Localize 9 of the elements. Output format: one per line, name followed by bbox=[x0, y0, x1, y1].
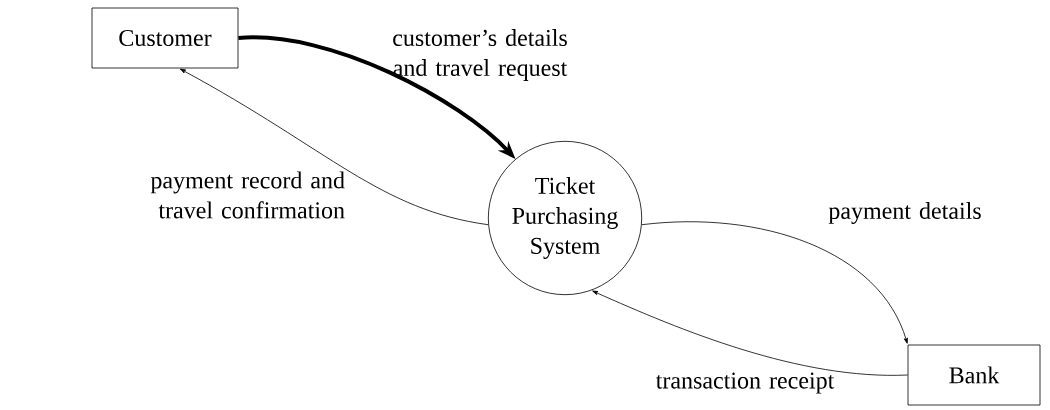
entity-box: Customer bbox=[91, 7, 239, 69]
arrow bbox=[592, 290, 908, 376]
arrow bbox=[641, 221, 908, 344]
entity-box: Bank bbox=[907, 344, 1041, 406]
edge-label: transaction receipt bbox=[655, 372, 835, 394]
edge-label: payment record and travel confirmation bbox=[150, 171, 345, 219]
edge-label: customer’s details and travel request bbox=[393, 29, 568, 81]
arrow bbox=[179, 68, 489, 226]
edge-label: payment details bbox=[828, 202, 981, 224]
